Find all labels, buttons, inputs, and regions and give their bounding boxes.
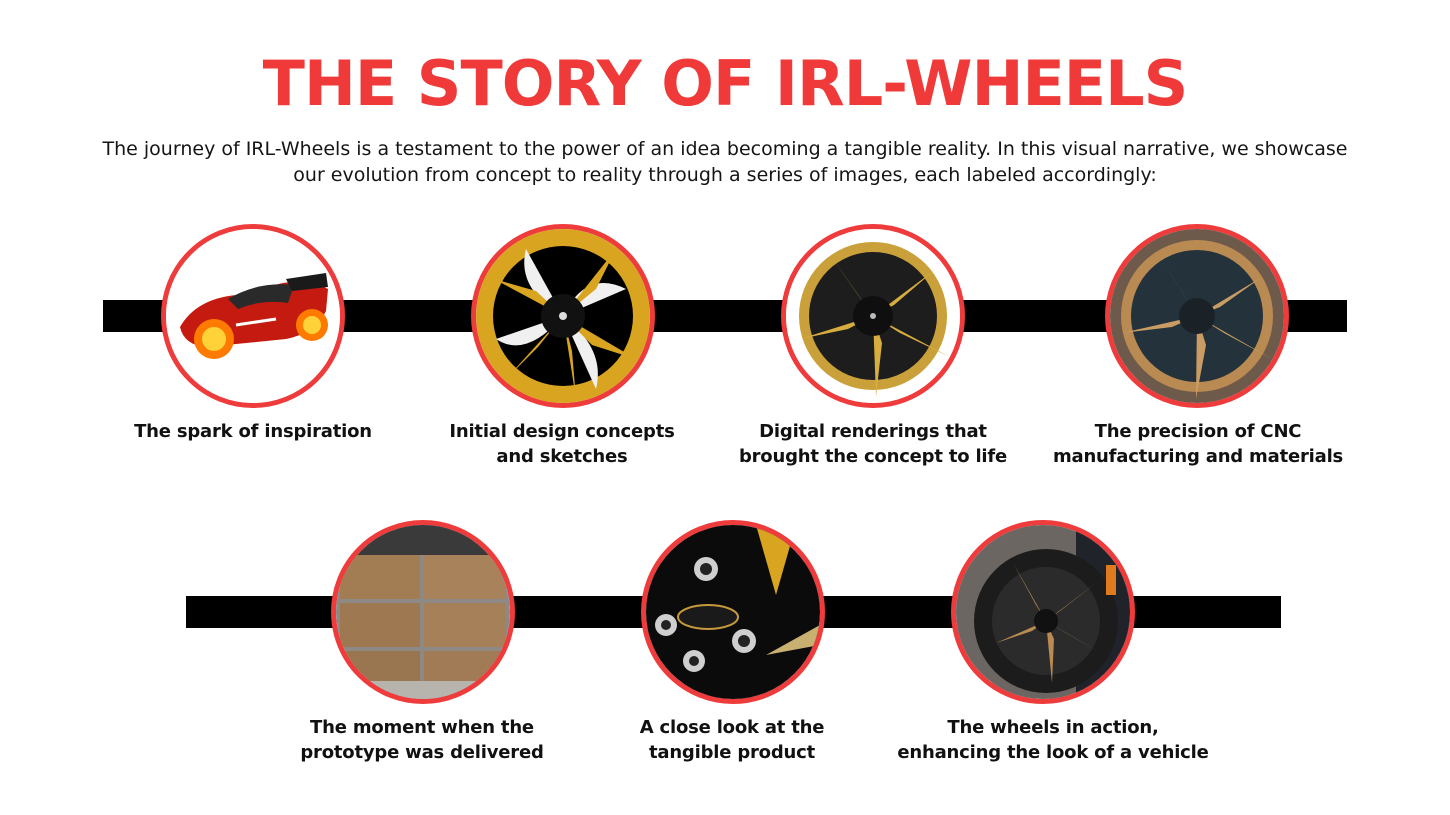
- cnc-wheel-image: [1105, 224, 1289, 408]
- design-sketch-image: [471, 224, 655, 408]
- closeup-wheel-illustration: [646, 525, 820, 699]
- caption-digital-renderings: Digital renderings that brought the conc…: [713, 419, 1033, 469]
- caption-line: Digital renderings that: [759, 421, 987, 442]
- sketch-wheel-illustration: [476, 229, 650, 403]
- toy-car-image: [161, 224, 345, 408]
- caption-prototype-delivered: The moment when the prototype was delive…: [262, 715, 582, 765]
- caption-line: and sketches: [496, 446, 628, 467]
- caption-line: A close look at the: [639, 717, 825, 738]
- caption-line: The moment when the: [310, 717, 534, 738]
- wheels-in-action-image: [951, 520, 1135, 704]
- product-closeup-image: [641, 520, 825, 704]
- caption-line: Initial design concepts: [449, 421, 675, 442]
- caption-line: The wheels in action,: [947, 717, 1159, 738]
- caption-line: The spark of inspiration: [134, 421, 372, 442]
- car-wheel-illustration: [956, 525, 1130, 699]
- caption-wheels-in-action: The wheels in action, enhancing the look…: [873, 715, 1233, 765]
- page-title: THE STORY OF IRL-WHEELS: [262, 47, 1189, 120]
- caption-cnc-manufacturing: The precision of CNC manufacturing and m…: [1038, 419, 1358, 469]
- bronze-wheel-illustration: [1110, 229, 1284, 403]
- toy-car-illustration: [166, 229, 340, 403]
- caption-line: The precision of CNC: [1094, 421, 1302, 442]
- caption-design-concepts: Initial design concepts and sketches: [402, 419, 722, 469]
- caption-line: prototype was delivered: [300, 742, 544, 763]
- rendered-wheel-illustration: [786, 229, 960, 403]
- caption-tangible-product: A close look at the tangible product: [572, 715, 892, 765]
- caption-line: tangible product: [648, 742, 816, 763]
- caption-inspiration: The spark of inspiration: [93, 419, 413, 444]
- intro-text: The journey of IRL-Wheels is a testament…: [102, 138, 1348, 186]
- prototype-boxes-image: [331, 520, 515, 704]
- digital-rendering-image: [781, 224, 965, 408]
- caption-line: enhancing the look of a vehicle: [897, 742, 1209, 763]
- boxes-illustration: [336, 525, 510, 699]
- caption-line: brought the concept to life: [738, 446, 1008, 467]
- caption-line: manufacturing and materials: [1052, 446, 1344, 467]
